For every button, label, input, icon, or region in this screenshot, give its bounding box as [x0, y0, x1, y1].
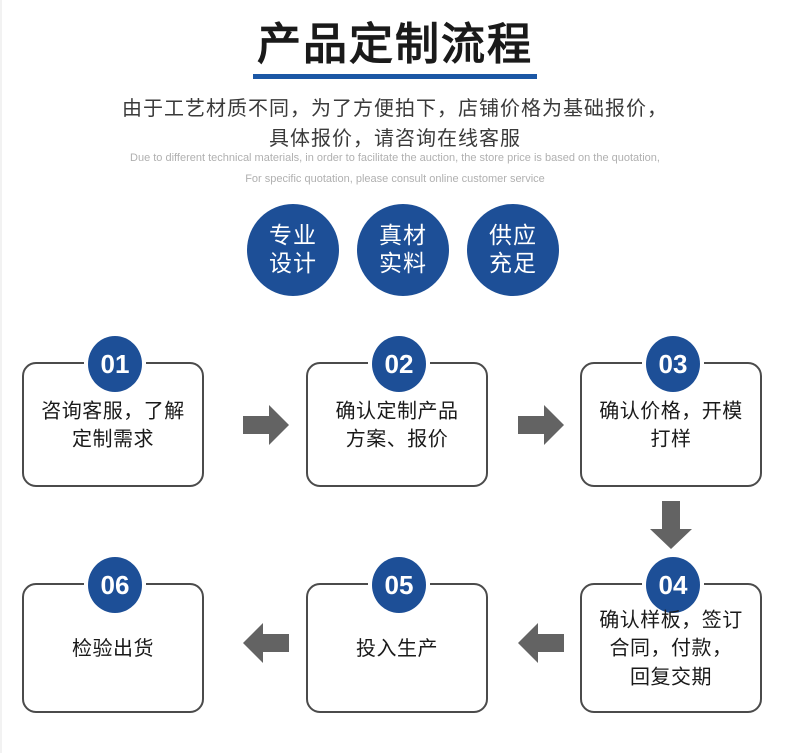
feature-badge-ample-supply: 供应 充足 — [467, 204, 559, 296]
feature-badge-line2: 充足 — [489, 251, 537, 277]
flow-step-02-line2: 方案、报价 — [345, 426, 449, 451]
flow-step-02-line1: 确认定制产品 — [335, 398, 459, 423]
flow-step-03-line2: 打样 — [650, 426, 692, 451]
arrow-step-05-to-06 — [243, 623, 289, 663]
feature-badges: 专业 设计 真材 实料 供应 充足 — [0, 204, 790, 298]
flow-step-04: 04 确认样板，签订 合同，付款， 回复交期 — [580, 557, 762, 713]
flow-step-01-text: 咨询客服，了解 定制需求 — [24, 396, 202, 453]
subtitle-cn-line2: 具体报价，请咨询在线客服 — [269, 126, 521, 150]
flow-step-03-line1: 确认价格，开模 — [599, 398, 743, 423]
flow-step-05-text: 投入生产 — [308, 634, 486, 662]
flow-step-04-text: 确认样板，签订 合同，付款， 回复交期 — [582, 605, 760, 690]
feature-badge-line2: 设计 — [269, 251, 317, 277]
flow-step-06: 06 检验出货 — [22, 557, 204, 713]
flow-step-06-number: 06 — [88, 557, 142, 613]
arrow-step-04-to-05 — [518, 623, 564, 663]
feature-badge-genuine-materials: 真材 实料 — [357, 204, 449, 296]
flow-step-04-number: 04 — [646, 557, 700, 613]
flow-step-02-text: 确认定制产品 方案、报价 — [308, 396, 486, 453]
feature-badge-line1: 供应 — [489, 222, 537, 249]
flow-step-01-number: 01 — [88, 336, 142, 392]
flow-step-02: 02 确认定制产品 方案、报价 — [306, 336, 488, 487]
left-edge-artifact — [0, 0, 2, 753]
flow-step-06-line1: 检验出货 — [72, 635, 154, 660]
subtitle-cn-line1: 由于工艺材质不同，为了方便拍下，店铺价格为基础报价， — [122, 96, 668, 120]
feature-badge-line2: 实料 — [379, 251, 427, 277]
flow-step-05-number: 05 — [372, 557, 426, 613]
flow-step-01-line2: 定制需求 — [72, 426, 154, 451]
feature-badge-professional-design: 专业 设计 — [247, 204, 339, 296]
flow-step-03: 03 确认价格，开模 打样 — [580, 336, 762, 487]
arrow-step-03-to-04 — [650, 501, 692, 549]
flow-step-04-line1: 确认样板，签订 — [599, 607, 743, 632]
page-title: 产品定制流程 — [253, 21, 537, 80]
flow-step-04-line3: 回复交期 — [630, 664, 712, 689]
subtitle-en-line2: For specific quotation, please consult o… — [245, 173, 545, 185]
flow-step-01: 01 咨询客服，了解 定制需求 — [22, 336, 204, 487]
flow-step-05: 05 投入生产 — [306, 557, 488, 713]
arrow-step-02-to-03 — [518, 405, 564, 445]
feature-badge-line1: 专业 — [269, 222, 317, 249]
flow-step-03-number: 03 — [646, 336, 700, 392]
page-title-wrap: 产品定制流程 — [0, 21, 790, 80]
feature-badge-line1: 真材 — [379, 222, 427, 249]
flow-step-06-text: 检验出货 — [24, 634, 202, 662]
flow-step-03-text: 确认价格，开模 打样 — [582, 396, 760, 453]
flow-step-02-number: 02 — [372, 336, 426, 392]
flow-step-04-line2: 合同，付款， — [609, 635, 733, 660]
flow-step-05-line1: 投入生产 — [356, 635, 438, 660]
flow-step-01-line1: 咨询客服，了解 — [41, 398, 185, 423]
subtitle-en-line1: Due to different technical materials, in… — [130, 152, 660, 164]
arrow-step-01-to-02 — [243, 405, 289, 445]
